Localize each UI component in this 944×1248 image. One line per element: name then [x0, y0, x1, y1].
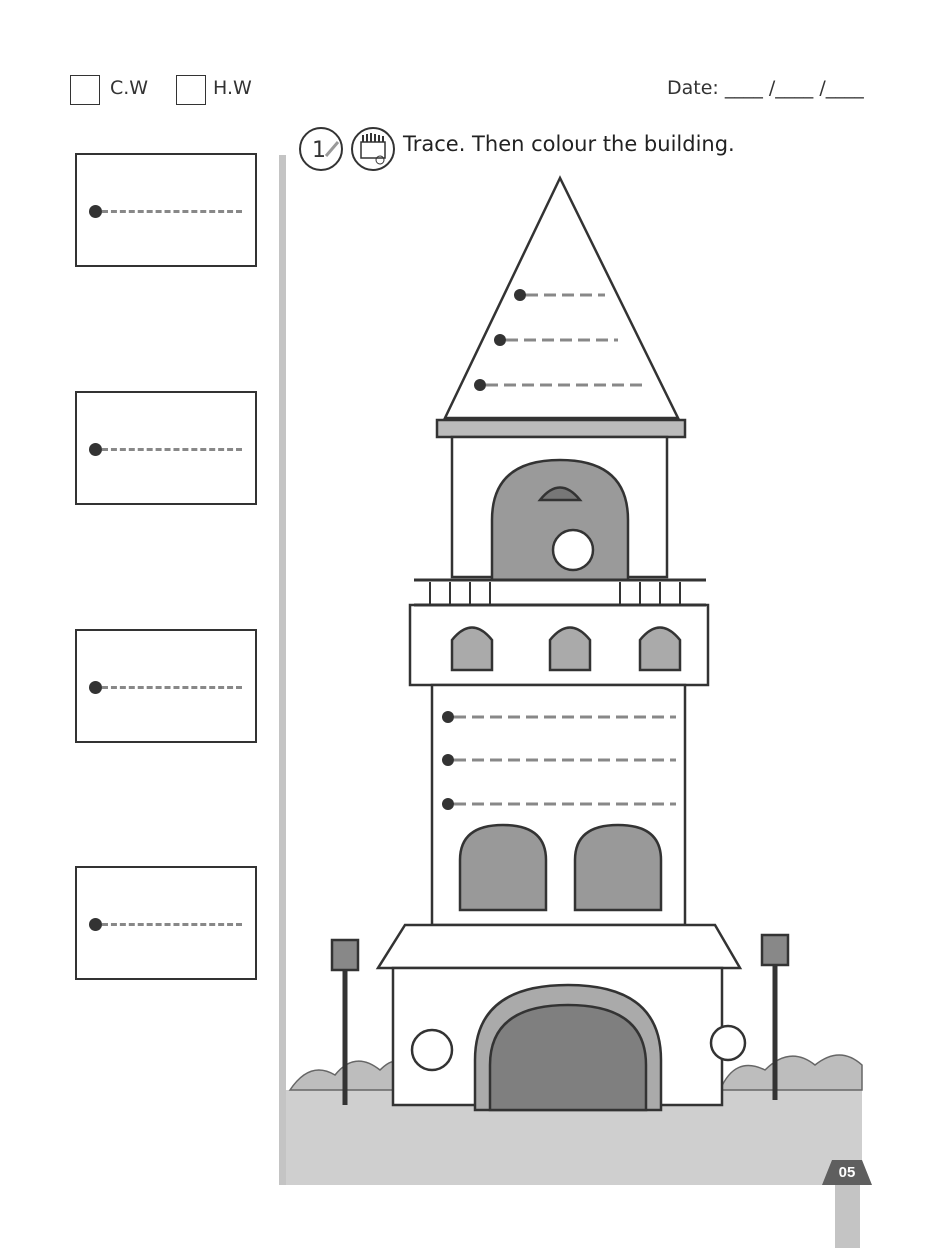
divider-bar — [279, 155, 286, 1185]
trace-box-4[interactable] — [75, 866, 257, 980]
start-dot — [89, 681, 102, 694]
trace-box-2[interactable] — [75, 391, 257, 505]
castle-tower-illustration — [286, 175, 863, 1185]
trace-lines — [442, 289, 676, 810]
page-edge-strip — [835, 1185, 860, 1248]
classwork-checkbox[interactable] — [70, 75, 100, 105]
homework-checkbox[interactable] — [176, 75, 206, 105]
start-dot — [89, 918, 102, 931]
trace-line — [102, 448, 242, 451]
exercise-icons: 1 — [299, 127, 395, 171]
trace-line — [102, 923, 242, 926]
instruction-text: Trace. Then colour the building. — [403, 132, 735, 156]
pencil-trace-icon: 1 — [299, 127, 343, 171]
trace-line — [102, 686, 242, 689]
classwork-label: C.W — [110, 77, 149, 99]
balcony-windows — [450, 626, 682, 672]
child-left — [410, 1028, 454, 1072]
child-on-balcony — [551, 528, 595, 572]
spire — [443, 175, 681, 420]
trace-box-1[interactable] — [75, 153, 257, 267]
child-right — [709, 1024, 747, 1062]
bell-icon — [537, 486, 583, 502]
awning — [375, 923, 743, 970]
cornice — [435, 418, 687, 439]
crayons-icon — [351, 127, 395, 171]
start-dot — [89, 443, 102, 456]
date-field[interactable]: Date: ____ /____ /____ — [667, 77, 864, 99]
trace-line — [102, 210, 242, 213]
middle-windows — [458, 823, 663, 912]
trace-box-3[interactable] — [75, 629, 257, 743]
svg-text:1: 1 — [312, 138, 326, 163]
homework-label: H.W — [213, 77, 252, 99]
start-dot — [89, 205, 102, 218]
door — [488, 1003, 648, 1112]
